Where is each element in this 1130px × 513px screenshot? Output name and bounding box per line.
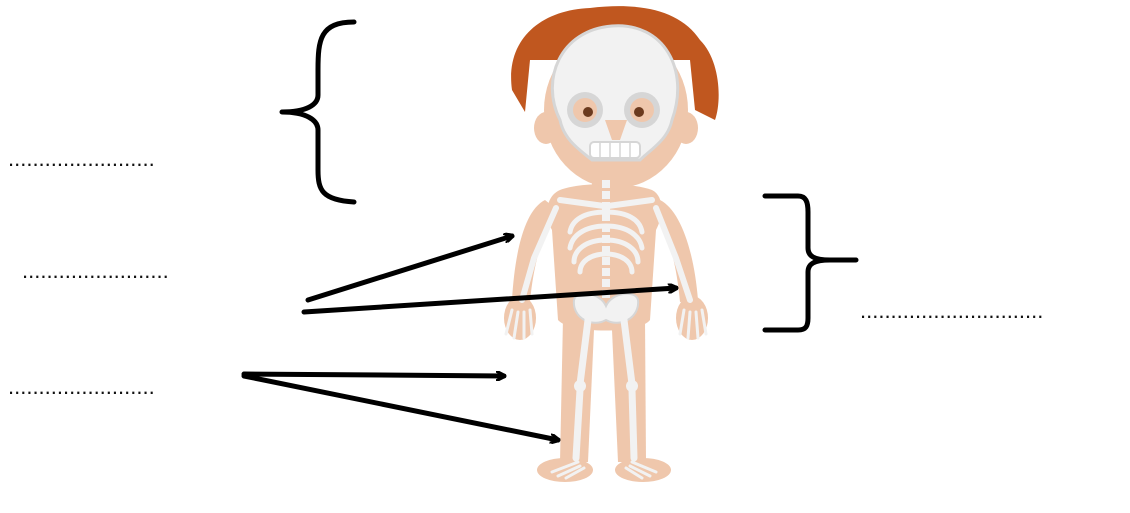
- arrow-to-ribcage: [308, 236, 512, 300]
- left-pupil: [583, 107, 593, 117]
- skeleton-figure-icon: [504, 6, 719, 482]
- right-knee: [626, 380, 638, 392]
- arrow-to-shin: [244, 376, 558, 440]
- curly-brace-left-icon: [282, 22, 354, 202]
- right-pupil: [634, 107, 644, 117]
- arrow-to-thigh: [244, 374, 504, 376]
- left-knee: [574, 380, 586, 392]
- square-bracket-right-icon: [765, 196, 856, 330]
- teeth: [590, 142, 640, 158]
